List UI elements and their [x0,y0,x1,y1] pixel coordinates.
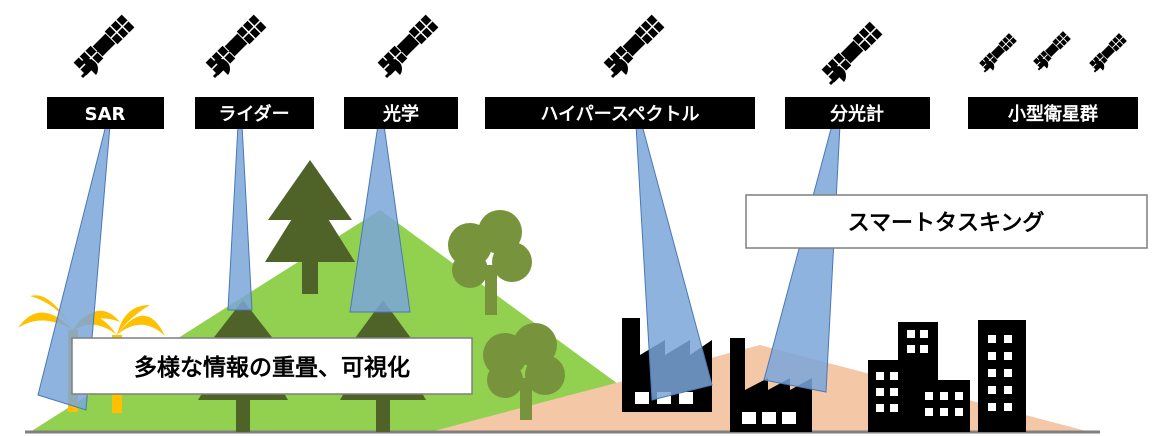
spectrometer-beam [763,124,841,393]
sensor-label-text: ハイパースペクトル [540,104,699,125]
satellite-icon [1032,30,1072,71]
sensor-label-spectrometer: 分光計 [785,97,930,129]
sensor-label-lidar: ライダー [195,97,314,129]
satellite-icon [820,20,884,86]
sensor-label-small-constellation: 小型衛星群 [968,97,1138,129]
sensor-label-optical: 光学 [344,97,458,129]
overlay-box: 多様な情報の重畳、可視化 [71,337,473,395]
factory-icon [730,338,812,432]
broadleaf-tree-icon [483,323,565,420]
conifer-tree-icon [265,160,355,294]
lidar-beam [227,124,253,311]
satellite-icon [204,13,268,79]
optical-beam [349,124,411,313]
sensor-label-text: 小型衛星群 [1008,103,1098,125]
sensor-label-sar: SAR [47,97,164,129]
satellite-icon [376,13,440,79]
sensor-label-text: 分光計 [830,103,884,125]
satellite-icon [72,13,136,79]
satellite-icon [602,13,666,79]
smart-tasking-box: スマートタスキング [745,194,1148,249]
sensor-label-text: ライダー [218,103,289,125]
overlay-label: 多様な情報の重畳、可視化 [134,354,410,381]
satellite-icon [1088,32,1128,73]
sensor-label-text: 光学 [382,103,419,125]
broadleaf-tree-icon [448,210,532,315]
building-icon [868,320,1026,432]
sensor-beams [37,124,841,411]
satellite-icon [978,32,1018,73]
sensor-label-text: SAR [85,104,126,125]
smart-tasking-label: スマートタスキング [848,210,1045,236]
sensor-label-hyperspectral: ハイパースペクトル [485,97,755,129]
